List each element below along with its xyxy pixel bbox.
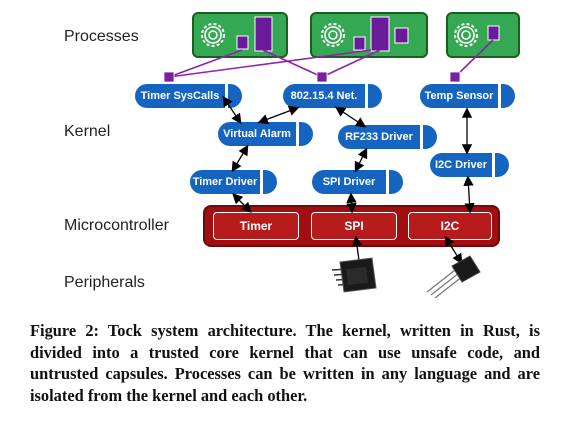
gear-icon [321, 23, 345, 47]
i2c-peripheral: I2C [408, 212, 492, 240]
gear-icon [201, 23, 225, 47]
capsule-i2c-driver-tail [495, 153, 509, 177]
memory-block-icon [236, 35, 249, 50]
capsule-802154-net: 802.15.4 Net. [283, 84, 365, 108]
capsule-802154-net-tail [368, 84, 382, 108]
memory-block-icon [487, 25, 500, 41]
capsule-i2c-driver: I2C Driver [430, 153, 492, 177]
temp-sensor-chip-icon [426, 255, 481, 299]
diagram-overlay [163, 16, 500, 299]
capsule-timer-syscalls: Timer SysCalls [135, 84, 225, 108]
kernel-layer-label: Kernel [64, 123, 111, 140]
capsule-timer-driver: Timer Driver [190, 170, 260, 194]
gear-icon [454, 23, 478, 47]
capsule-timer-driver-tail [263, 170, 277, 194]
figure-caption: Figure 2: Tock system architecture. The … [30, 321, 540, 405]
syscall-port-icon [163, 71, 175, 83]
memory-block-icon [394, 27, 409, 44]
capsule-temp-sensor-tail [501, 84, 515, 108]
memory-block-icon [353, 36, 366, 51]
capsule-rf233-driver: RF233 Driver [338, 125, 420, 149]
radio-chip-icon [331, 257, 377, 293]
capsule-virtual-alarm: Virtual Alarm [218, 122, 296, 146]
capsule-spi-driver: SPI Driver [312, 170, 386, 194]
timer-peripheral: Timer [213, 212, 299, 240]
syscall-port-icon [316, 71, 328, 83]
spi-peripheral: SPI [311, 212, 397, 240]
capsule-rf233-driver-tail [423, 125, 437, 149]
capsule-virtual-alarm-tail [299, 122, 313, 146]
memory-block-icon [370, 16, 390, 52]
processes-layer-label: Processes [64, 28, 139, 45]
microcontroller-layer-label: Microcontroller [64, 217, 169, 234]
capsule-temp-sensor: Temp Sensor [420, 84, 498, 108]
memory-block-icon [254, 16, 273, 52]
peripherals-layer-label: Peripherals [64, 274, 145, 291]
capsule-spi-driver-tail [389, 170, 403, 194]
syscall-port-icon [449, 71, 461, 83]
